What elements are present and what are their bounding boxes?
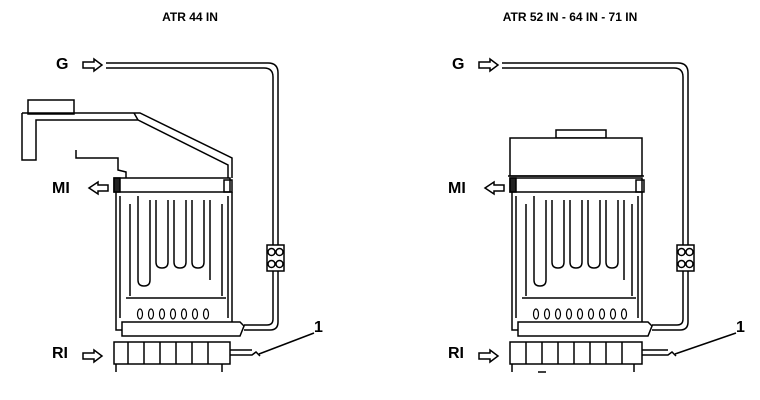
flow-arrow-icon [87, 180, 109, 196]
burner-manifold [517, 321, 653, 337]
burner-manifold [121, 321, 245, 337]
callout-1-label: 1 [736, 319, 745, 336]
callout-leader [674, 332, 737, 355]
drain-cock [230, 349, 261, 357]
gas-pipe [502, 62, 689, 245]
return-in-label: RI [448, 345, 464, 362]
gas-label: G [452, 56, 465, 73]
burner-flames [136, 308, 210, 320]
top-header [509, 177, 643, 193]
top-header [113, 177, 231, 193]
return-arrow-icon [82, 348, 104, 364]
boiler-drawing [478, 57, 737, 373]
gas-valve-icon [266, 244, 285, 272]
gas-pipe [106, 62, 279, 245]
burner-flames [532, 308, 628, 320]
gas-valve-icon [676, 244, 695, 272]
gas-arrow-icon [82, 57, 104, 73]
flow-out-label: MI [52, 180, 70, 197]
gas-arrow-icon [478, 57, 500, 73]
diagram-atr-52-64-71: ATR 52 IN - 64 IN - 71 IN G MI RI 1 [380, 0, 760, 400]
return-in-label: RI [52, 345, 68, 362]
drain-cock [642, 349, 677, 357]
gas-label: G [56, 56, 69, 73]
diagram-title: ATR 52 IN - 64 IN - 71 IN [502, 10, 638, 24]
flow-out-label: MI [448, 180, 466, 197]
diagram-title: ATR 44 IN [162, 10, 218, 24]
bottom-header [509, 341, 643, 365]
callout-leader [258, 332, 315, 355]
flue-hood [508, 129, 644, 177]
bottom-header [113, 341, 231, 365]
callout-1-label: 1 [314, 319, 323, 336]
boiler-drawing [21, 57, 315, 372]
diagram-atr-44: ATR 44 IN G MI RI 1 [21, 10, 323, 372]
flue-hood [21, 99, 233, 178]
return-arrow-icon [478, 348, 500, 364]
flow-arrow-icon [483, 180, 505, 196]
